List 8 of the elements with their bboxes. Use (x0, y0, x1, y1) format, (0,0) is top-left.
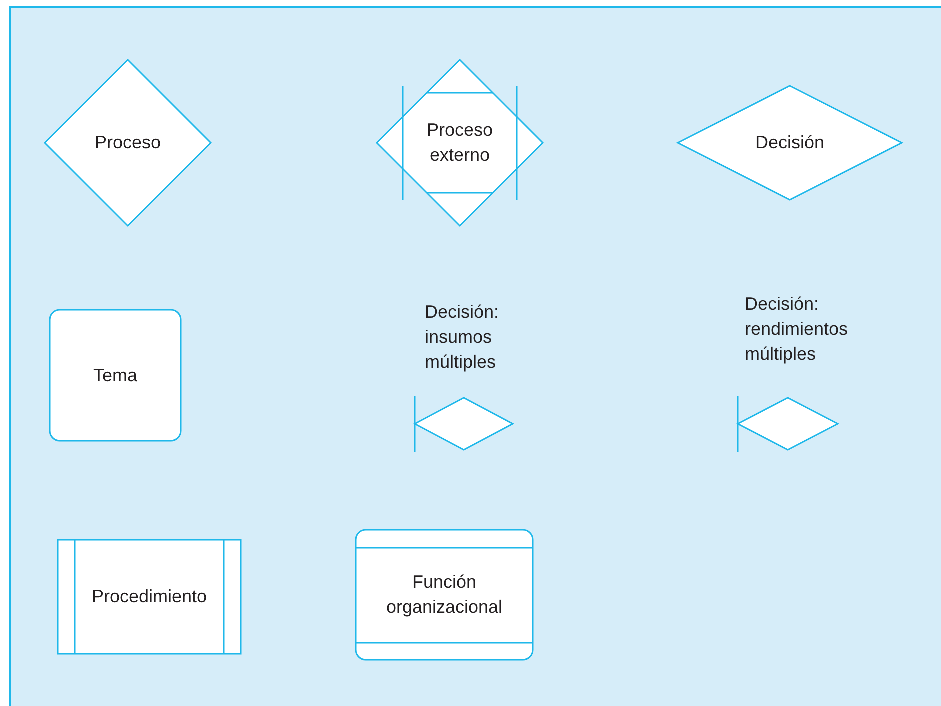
symbol-label: Decisión: insumos múltiples (425, 301, 500, 374)
symbol-label: Decisión: rendimientos múltiples (745, 293, 850, 366)
symbol-label: Función organizacional (385, 571, 504, 619)
symbol-label: Procedimiento (90, 586, 208, 608)
symbol-label: Tema (92, 364, 138, 387)
symbol-label: Decisión (754, 132, 826, 154)
symbol-label: Proceso (94, 132, 162, 154)
symbol-label: Proceso externo (426, 119, 494, 167)
